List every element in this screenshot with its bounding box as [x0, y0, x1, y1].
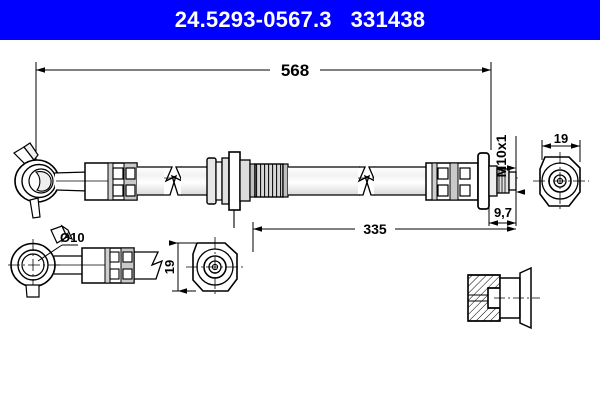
main-view: M10x1 9,7 — [13, 134, 525, 228]
dimension-hex-width-right: 19 — [541, 131, 581, 162]
dimension-banjo-bore: Ø10 — [37, 230, 85, 262]
dimension-label-568: 568 — [281, 61, 309, 80]
part-number-title: 24.5293-0567.3 331438 — [174, 7, 426, 32]
dimension-label-9-7: 9,7 — [494, 205, 512, 220]
hose-segment-left — [137, 166, 166, 196]
hose-segment-mid-right — [288, 166, 360, 196]
dimension-label-diameter-10: Ø10 — [60, 230, 85, 245]
dimension-thread-length: 9,7 — [488, 192, 517, 226]
dimension-thread-spec: M10x1 — [493, 134, 525, 195]
hose-break-symbol-1 — [164, 166, 184, 196]
dimension-label-19-detail: 19 — [162, 260, 177, 274]
technical-drawing-canvas: 568 — [0, 40, 600, 400]
dimension-label-335: 335 — [363, 221, 387, 237]
hose-segment-mid-left — [181, 166, 209, 196]
hose-segment-right — [374, 166, 428, 196]
hose-clamp-right — [425, 162, 479, 201]
header-bar: 24.5293-0567.3 331438 — [0, 0, 600, 40]
nut-end-view: 19 — [533, 131, 589, 212]
hose-clamp-left — [84, 162, 138, 201]
banjo-eye-fitting-left — [13, 142, 89, 219]
dimension-overall-length: 568 — [35, 61, 492, 175]
thread-section-view — [467, 266, 540, 330]
alt-hose-clamp — [81, 247, 135, 284]
dimension-label-19-right: 19 — [554, 131, 568, 146]
dimension-partial-length: 335 — [252, 221, 516, 252]
mounting-bracket-middle — [206, 151, 289, 228]
dimension-label-m10x1: M10x1 — [493, 134, 509, 177]
bracket-end-view: 19 — [162, 237, 245, 297]
dimension-hex-width-detail: 19 — [162, 240, 196, 294]
hose-break-symbol-2 — [357, 166, 377, 196]
alt-banjo-view: Ø10 — [8, 224, 164, 298]
